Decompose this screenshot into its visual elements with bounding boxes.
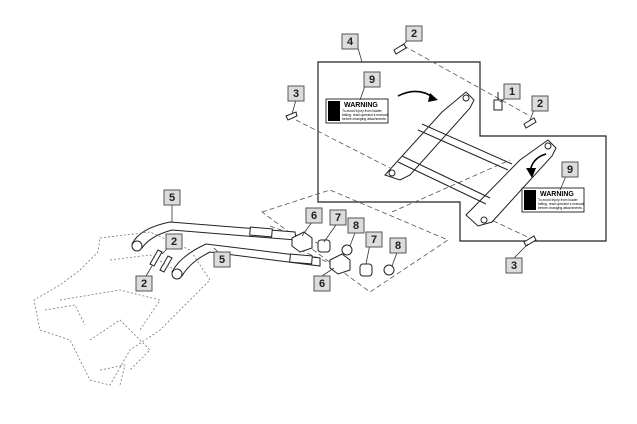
loader-base-ghost <box>33 231 211 386</box>
svg-text:before changing attachments.: before changing attachments. <box>342 117 387 121</box>
svg-text:6: 6 <box>311 210 317 222</box>
rotation-arrows <box>397 90 547 178</box>
warning-decal-right: WARNING To avoid injury from loader fall… <box>521 187 585 213</box>
callout-5-upper: 5 <box>163 189 181 206</box>
svg-text:falling, read operator's manua: falling, read operator's manual <box>538 202 584 206</box>
callout-1: 1 <box>503 83 521 100</box>
callout-9-right: 9 <box>561 161 579 178</box>
svg-text:7: 7 <box>335 212 341 224</box>
callout-4: 4 <box>341 33 359 50</box>
callout-5-lower: 5 <box>213 251 231 268</box>
callout-7-upper: 7 <box>329 209 347 226</box>
callout-2-top: 2 <box>405 25 423 42</box>
svg-text:9: 9 <box>567 164 573 176</box>
bushing-group-outline <box>261 189 449 293</box>
callout-2-right: 2 <box>531 95 549 112</box>
svg-text:1: 1 <box>509 86 515 98</box>
svg-text:before changing attachments.: before changing attachments. <box>538 206 583 210</box>
callout-2-rod-lower: 2 <box>135 275 153 292</box>
callout-3-left: 3 <box>287 85 305 102</box>
svg-text:2: 2 <box>411 28 417 40</box>
svg-text:2: 2 <box>141 278 147 290</box>
warning-decal-left: WARNING To avoid injury from loader fall… <box>325 98 389 124</box>
svg-text:2: 2 <box>537 98 543 110</box>
svg-text:5: 5 <box>219 254 225 266</box>
callout-6-lower: 6 <box>313 275 331 292</box>
bushings-sleeves-nuts <box>291 231 395 277</box>
warning-title-left: WARNING <box>344 102 378 109</box>
callout-8-lower: 8 <box>389 237 407 254</box>
svg-text:5: 5 <box>169 192 175 204</box>
callout-3-right: 3 <box>505 257 523 274</box>
pins-and-bolt <box>149 43 537 273</box>
svg-text:6: 6 <box>319 278 325 290</box>
callout-6-upper: 6 <box>305 207 323 224</box>
svg-text:To avoid injury from loader: To avoid injury from loader <box>342 109 383 113</box>
svg-text:3: 3 <box>293 88 299 100</box>
warning-title-right: WARNING <box>540 191 574 198</box>
svg-text:falling, read operator's manua: falling, read operator's manual <box>342 113 388 117</box>
detail-panel-outline <box>317 61 607 242</box>
svg-text:7: 7 <box>371 234 377 246</box>
svg-text:9: 9 <box>369 74 375 86</box>
callout-9-left: 9 <box>363 71 381 88</box>
callout-7-lower: 7 <box>365 231 383 248</box>
svg-text:8: 8 <box>395 240 401 252</box>
svg-text:4: 4 <box>347 36 354 48</box>
callout-8-upper: 8 <box>347 217 365 234</box>
svg-text:To avoid injury from loader: To avoid injury from loader <box>538 198 579 202</box>
support-rods <box>131 221 321 280</box>
svg-text:8: 8 <box>353 220 359 232</box>
callout-2-rod-upper: 2 <box>165 233 183 250</box>
svg-text:2: 2 <box>171 236 177 248</box>
svg-text:3: 3 <box>511 260 517 272</box>
